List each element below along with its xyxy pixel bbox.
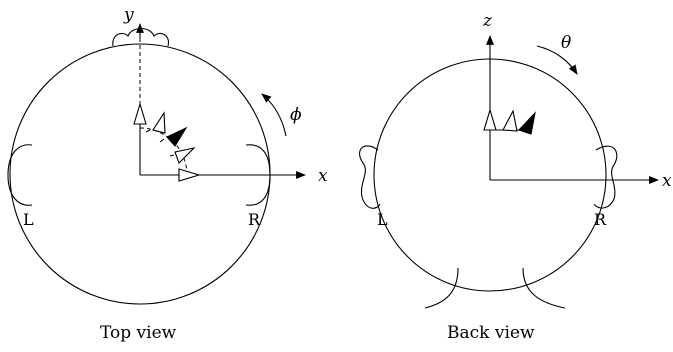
top-view-phi-label: ϕ — [290, 105, 302, 125]
back-view-left-ear — [359, 145, 381, 209]
back-view-right-label: R — [594, 210, 607, 229]
top-view: y x ϕ L R Top view — [7, 5, 328, 343]
top-view-tick — [159, 138, 165, 143]
top-view-nose — [112, 27, 170, 47]
back-view-x-label: x — [662, 171, 672, 191]
top-view-x-label: x — [318, 166, 328, 186]
top-view-left-label: L — [23, 210, 34, 229]
back-view-theta-arrow — [536, 45, 578, 75]
back-view: z x θ L R Back view — [359, 11, 672, 343]
back-view-left-label: L — [377, 210, 388, 229]
top-view-arrow-90deg — [133, 102, 147, 125]
top-view-right-label: R — [248, 210, 261, 229]
top-view-arrow-45deg-filled — [166, 126, 188, 147]
top-view-arrow-22deg — [174, 147, 196, 164]
back-view-neck-left — [424, 267, 459, 309]
back-view-neck-right — [522, 267, 566, 309]
top-view-phi-arrow — [261, 93, 287, 137]
back-view-z-label: z — [482, 11, 493, 31]
top-view-y-label: y — [123, 5, 134, 25]
top-view-arrow-67deg — [152, 111, 166, 134]
top-view-left-ear — [7, 144, 33, 206]
back-view-theta-label: θ — [561, 33, 571, 53]
top-view-tick — [169, 154, 175, 157]
back-view-arrow-40deg-filled — [518, 111, 536, 135]
back-view-arrow-0deg — [483, 108, 497, 131]
back-view-caption: Back view — [447, 323, 535, 343]
back-view-right-ear — [593, 145, 618, 209]
top-view-tick — [145, 129, 151, 133]
top-view-caption: Top view — [100, 323, 177, 343]
back-view-arrow-20deg — [502, 109, 518, 132]
top-view-arrow-0deg — [178, 168, 201, 182]
